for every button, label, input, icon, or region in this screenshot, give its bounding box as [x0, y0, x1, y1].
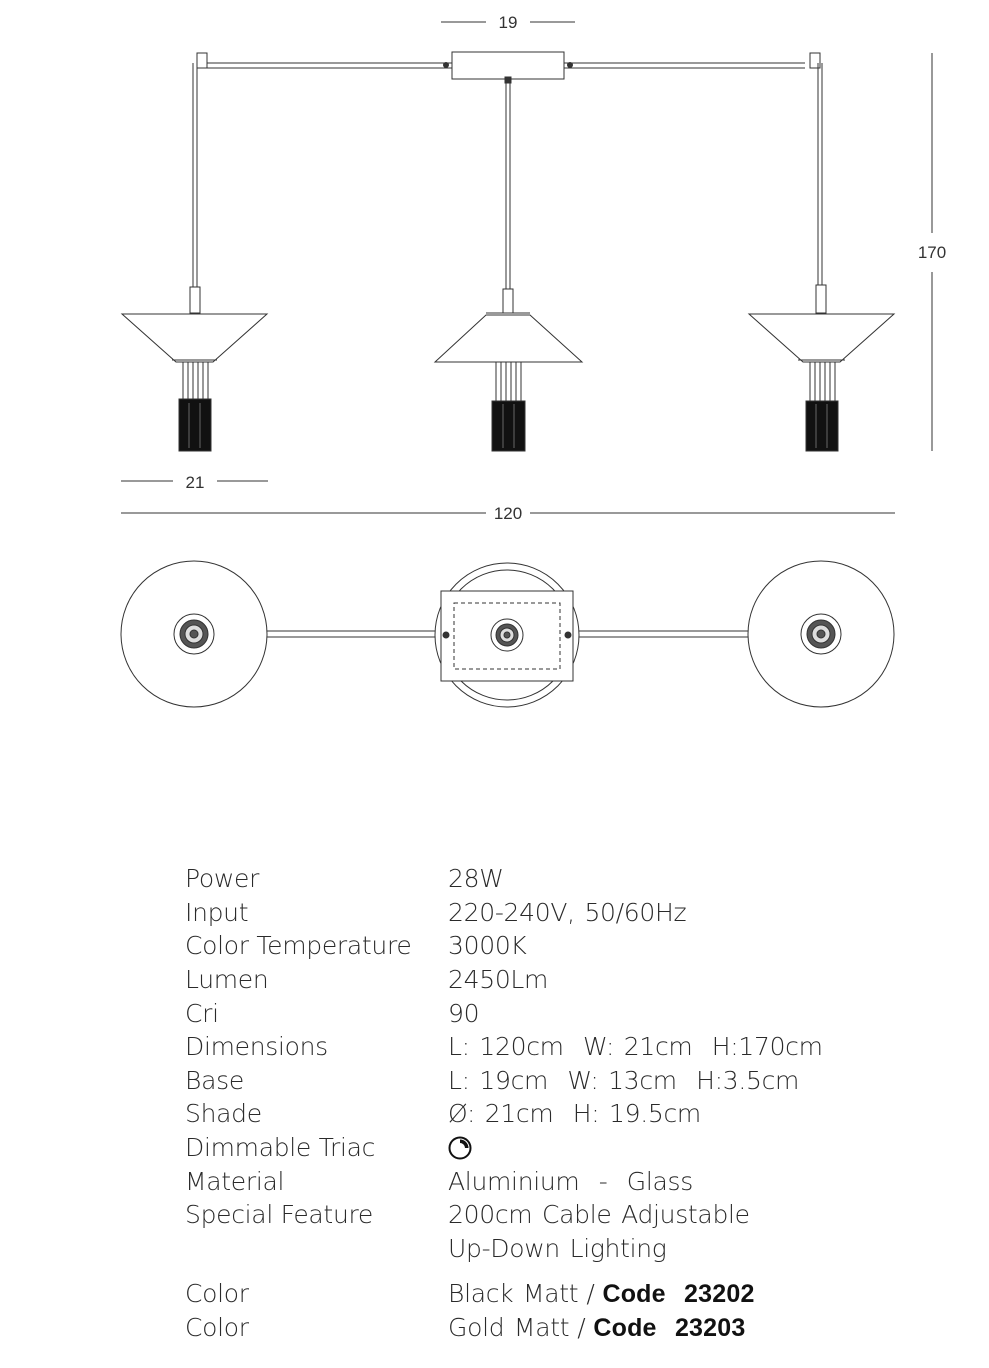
spec-row-special-feature: Special Feature 200cm Cable Adjustable	[185, 1198, 945, 1232]
dim-total-length-label: 120	[494, 504, 522, 523]
dimension-shade-width: 21	[121, 473, 268, 492]
spec-value: 28W	[448, 864, 504, 894]
spec-row-input: Input 220-240V, 50/60Hz	[185, 896, 945, 930]
color-row-black: Color Black Matt/Code 23202	[185, 1277, 945, 1311]
ceiling-rail	[196, 51, 821, 84]
spec-label: Power	[185, 864, 260, 894]
pendant-right	[747, 63, 896, 452]
spec-label: Input	[185, 897, 249, 927]
color-finish: Black Matt	[448, 1278, 579, 1308]
spec-label: Dimensions	[185, 1032, 328, 1062]
color-row-gold: Color Gold Matt/Code 23203	[185, 1311, 945, 1345]
spec-row-color-temperature: Color Temperature 3000K	[185, 929, 945, 963]
color-separator: /	[586, 1278, 595, 1308]
color-finish: Gold Matt	[448, 1312, 570, 1342]
spec-value: Ø: 21cm H: 19.5cm	[448, 1099, 701, 1129]
technical-drawing: 19 170	[120, 13, 946, 708]
dim-shade-width-label: 21	[186, 473, 205, 492]
spec-value: L: 19cm W: 13cm H:3.5cm	[448, 1065, 800, 1095]
spec-row-special-feature-2: Up-Down Lighting	[185, 1232, 945, 1266]
spec-value: 90	[448, 998, 480, 1028]
spec-value: L: 120cm W: 21cm H:170cm	[448, 1032, 823, 1062]
spec-row-power: Power 28W	[185, 862, 945, 896]
dim-base-width-label: 19	[499, 13, 518, 32]
dimmable-icon	[448, 1136, 472, 1160]
spec-row-material: Material Aluminium - Glass	[185, 1164, 945, 1198]
spec-table: Power 28W Input 220-240V, 50/60Hz Color …	[185, 862, 945, 1344]
product-code: Code 23202	[602, 1279, 755, 1308]
spec-label: Special Feature	[185, 1200, 373, 1230]
spec-label: Base	[185, 1065, 244, 1095]
spec-value: Aluminium - Glass	[448, 1166, 693, 1196]
spec-row-base: Base L: 19cm W: 13cm H:3.5cm	[185, 1064, 945, 1098]
spec-row-dimmable: Dimmable Triac	[185, 1131, 945, 1165]
dimension-base-width: 19	[441, 13, 575, 32]
plan-view	[120, 560, 895, 708]
spec-value: 3000K	[448, 931, 527, 961]
spec-label: Material	[185, 1166, 285, 1196]
product-code: Code 23203	[593, 1313, 746, 1342]
spec-label: Cri	[185, 998, 219, 1028]
pendant-left	[120, 63, 269, 452]
spec-value: 2450Lm	[448, 965, 549, 995]
dimension-height: 170	[918, 53, 946, 451]
dim-height-label: 170	[918, 243, 946, 262]
color-label: Color	[185, 1313, 249, 1343]
spec-value: Up-Down Lighting	[448, 1233, 667, 1263]
spec-value: 200cm Cable Adjustable	[448, 1200, 750, 1230]
pendant-center	[433, 83, 584, 452]
color-label: Color	[185, 1279, 249, 1309]
spec-row-lumen: Lumen 2450Lm	[185, 963, 945, 997]
spec-row-dimensions: Dimensions L: 120cm W: 21cm H:170cm	[185, 1030, 945, 1064]
spec-label: Shade	[185, 1099, 262, 1129]
spec-label: Dimmable Triac	[185, 1133, 376, 1163]
color-separator: /	[577, 1312, 586, 1342]
spec-row-shade: Shade Ø: 21cm H: 19.5cm	[185, 1097, 945, 1131]
spec-value: 220-240V, 50/60Hz	[448, 897, 687, 927]
spec-label: Color Temperature	[185, 931, 412, 961]
spec-label: Lumen	[185, 965, 269, 995]
dimension-total-length: 120	[121, 504, 895, 523]
spec-row-cri: Cri 90	[185, 996, 945, 1030]
